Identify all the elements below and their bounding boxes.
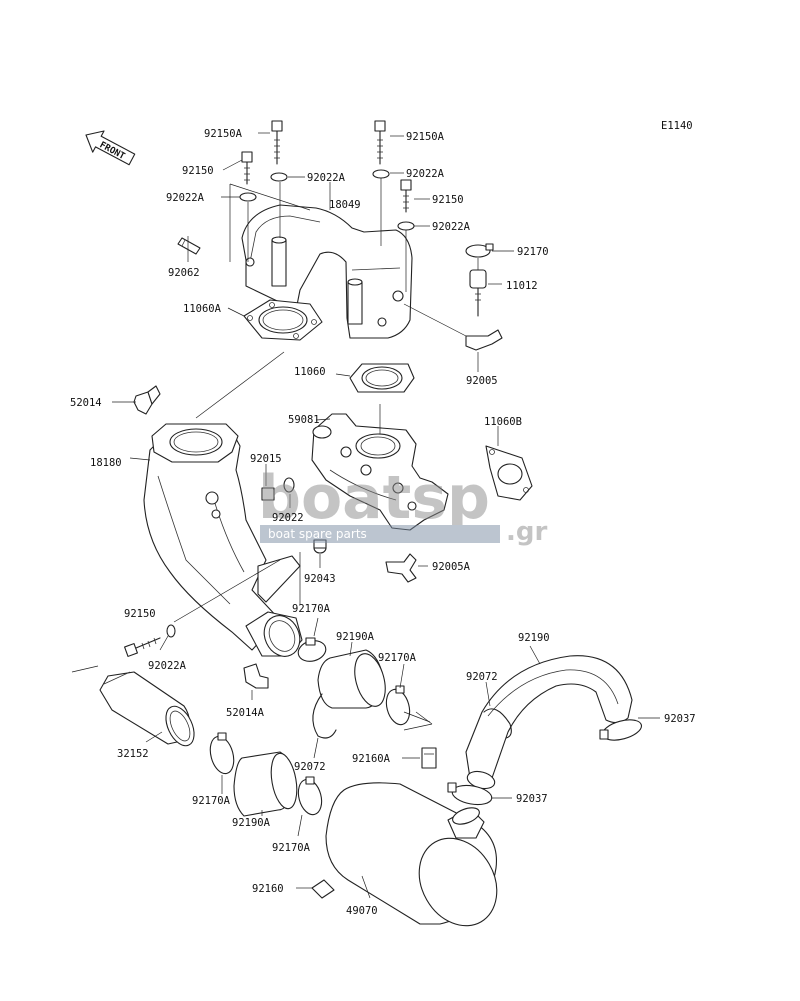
label-59081: 59081 — [288, 414, 320, 426]
label-92160: 92160 — [252, 883, 284, 895]
label-92170A-2: 92170A — [378, 652, 417, 664]
label-18049: 18049 — [329, 199, 361, 211]
exhaust-pipe-18180 — [143, 423, 303, 657]
washer-92022 — [283, 477, 295, 493]
gasket-11060B — [485, 445, 533, 501]
plate-92160A — [421, 747, 437, 769]
label-92150-bottom: 92150 — [124, 608, 156, 620]
clamp-92170A-3 — [209, 732, 235, 775]
label-92037-2: 92037 — [516, 793, 548, 805]
muffler-49070 — [325, 782, 498, 927]
label-92022A-center: 92022A — [307, 172, 346, 184]
elbow-52014 — [133, 385, 161, 415]
hose-92190A-1 — [317, 649, 386, 709]
label-92072-right: 92072 — [466, 671, 498, 683]
label-92022A-bottom: 92022A — [148, 660, 187, 672]
label-92170A-4: 92170A — [272, 842, 311, 854]
clamp-92037-1 — [599, 719, 643, 741]
bolt-92150-left — [241, 151, 253, 185]
cap-11012 — [469, 269, 487, 317]
label-92022A-left: 92022A — [166, 192, 205, 204]
label-92190A-1: 92190A — [336, 631, 375, 643]
bolt-92150A-left — [271, 120, 283, 165]
label-11060B: 11060B — [484, 416, 522, 428]
label-11060: 11060 — [294, 366, 326, 378]
label-92160A: 92160A — [352, 753, 391, 765]
water-jacket-59081 — [311, 413, 449, 531]
label-11060A: 11060A — [183, 303, 222, 315]
leader-lines — [71, 132, 660, 899]
label-92170: 92170 — [517, 246, 549, 258]
washer-92022A-left — [239, 192, 257, 202]
label-92150A-right: 92150A — [406, 131, 445, 143]
pipe-32152 — [99, 671, 195, 747]
plate-92160 — [311, 879, 335, 899]
hose-92190A-2 — [233, 751, 298, 817]
watermark: boatsp .gr boat spare parts — [258, 463, 547, 547]
elbow-52014A — [243, 663, 269, 689]
ring-92072-right — [483, 708, 512, 739]
front-arrow-icon: FRONT — [85, 130, 136, 166]
watermark-tagline: boat spare parts — [268, 527, 367, 541]
label-92190A-2: 92190A — [232, 817, 271, 829]
gasket-11060 — [349, 363, 415, 393]
clamp-92170A-2 — [385, 685, 411, 726]
clamp-92170 — [465, 243, 494, 258]
diagram-code: E1140 — [661, 120, 693, 132]
label-52014: 52014 — [70, 397, 102, 409]
washer-92022A-center — [270, 172, 288, 182]
label-18180: 18180 — [90, 457, 122, 469]
label-32152: 32152 — [117, 748, 149, 760]
label-92022: 92022 — [272, 512, 304, 524]
fitting-92005A — [385, 553, 417, 583]
clamp-92037-2 — [447, 782, 493, 806]
label-92150-left: 92150 — [182, 165, 214, 177]
label-92022A-right: 92022A — [406, 168, 445, 180]
bolt-92015 — [261, 487, 275, 501]
label-92150-right: 92150 — [432, 194, 464, 206]
label-92072-center: 92072 — [294, 761, 326, 773]
ring-92072-center — [312, 693, 337, 739]
label-52014A: 52014A — [226, 707, 265, 719]
label-92015: 92015 — [250, 453, 282, 465]
washer-92022A-right — [372, 169, 390, 179]
label-11012: 11012 — [506, 280, 538, 292]
exhaust-manifold-18049 — [241, 204, 413, 339]
label-92037-1: 92037 — [664, 713, 696, 725]
label-92005: 92005 — [466, 375, 498, 387]
bolt-92150A-right — [374, 120, 386, 165]
label-92022A-right2: 92022A — [432, 221, 471, 233]
part-labels: 92150A 92150A 92150 92022A 92022A 92022A… — [70, 128, 696, 917]
watermark-tld: .gr — [506, 517, 547, 547]
bolt-92150-bottom — [124, 637, 161, 657]
label-92062: 92062 — [168, 267, 200, 279]
washer-92022A-right2 — [397, 221, 415, 231]
washer-92022A-bottom — [166, 624, 176, 638]
label-92170A-1: 92170A — [292, 603, 331, 615]
bolt-92150-right — [400, 179, 412, 213]
label-49070: 49070 — [346, 905, 378, 917]
label-92005A: 92005A — [432, 561, 471, 573]
gasket-11060A — [243, 299, 323, 341]
label-92150A-left: 92150A — [204, 128, 243, 140]
stud-92062 — [177, 237, 201, 255]
clamp-92170A-4 — [297, 776, 323, 816]
watermark-brand: boatsp — [258, 463, 490, 533]
label-92043: 92043 — [304, 573, 336, 585]
clamp-92170A-1 — [297, 637, 327, 662]
fitting-92005 — [465, 329, 503, 351]
label-92170A-3: 92170A — [192, 795, 231, 807]
label-92190: 92190 — [518, 632, 550, 644]
